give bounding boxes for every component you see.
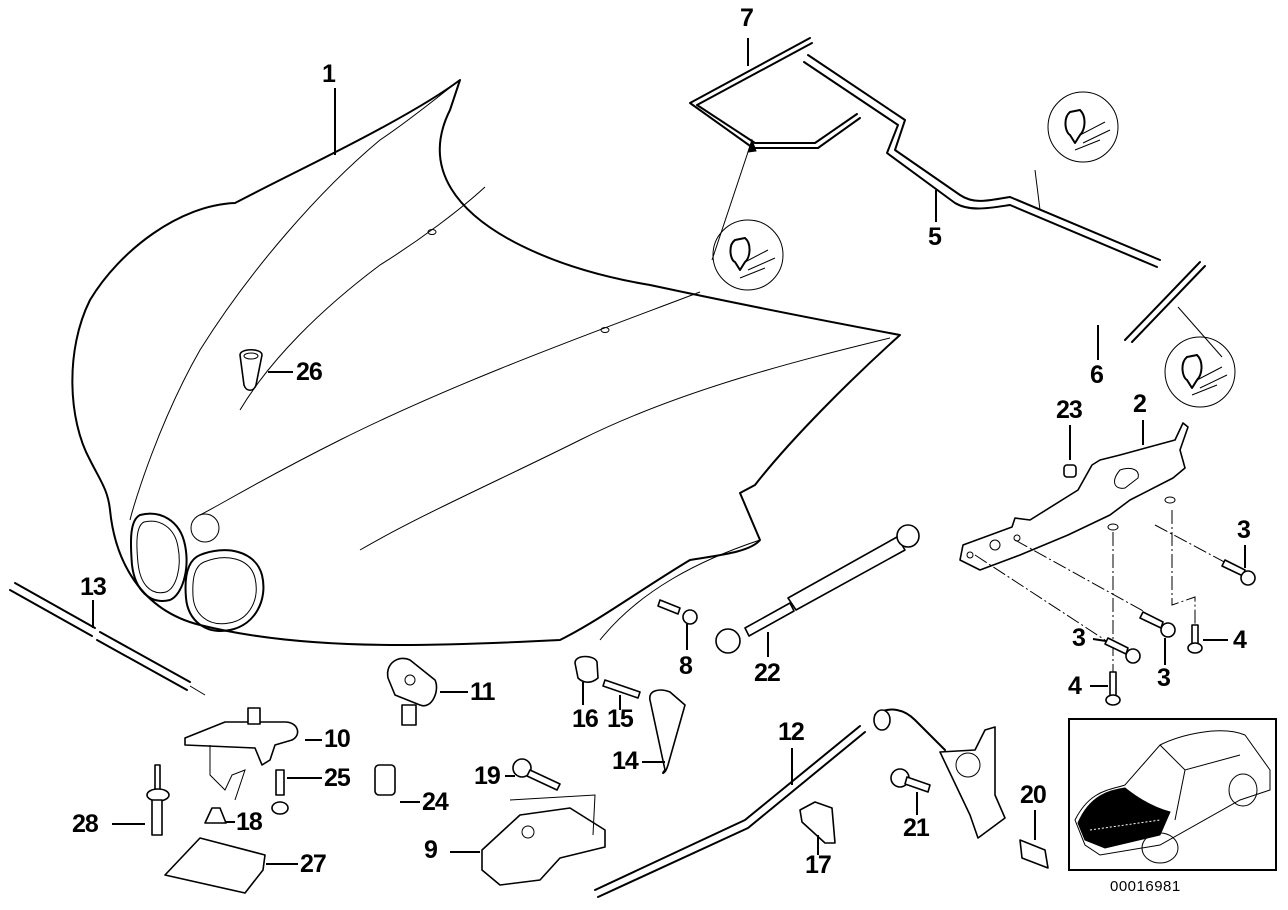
hood-catch-drawing — [386, 657, 438, 726]
callout-14[interactable]: 14 — [612, 747, 639, 775]
screw-4-drawing — [1105, 671, 1121, 706]
hood-rod-drawing — [9, 582, 206, 696]
hood-lock-drawing — [481, 794, 606, 886]
vehicle-overview-inset — [1068, 718, 1277, 871]
adjusting-buffer-drawing — [374, 764, 396, 796]
leader-line-3 — [1092, 638, 1107, 642]
seal-profile-detail-2 — [1047, 91, 1119, 163]
gas-strut-drawing — [715, 524, 920, 654]
assembly-line — [1154, 524, 1231, 566]
callout-19[interactable]: 19 — [474, 762, 501, 790]
nut-drawing — [1063, 464, 1077, 478]
callout-20[interactable]: 20 — [1020, 781, 1047, 809]
callout-25[interactable]: 25 — [324, 764, 351, 792]
callout-26[interactable]: 26 — [296, 358, 323, 386]
callout-1[interactable]: 1 — [322, 60, 336, 88]
hood-drawing — [71, 79, 901, 646]
callout-12[interactable]: 12 — [778, 718, 805, 746]
expanding-rivet-drawing — [146, 764, 170, 836]
callout-16[interactable]: 16 — [572, 705, 599, 733]
callout-27[interactable]: 27 — [300, 850, 327, 878]
callout-9[interactable]: 9 — [424, 836, 438, 864]
callout-3[interactable]: 3 — [1157, 664, 1171, 692]
rear-seal-drawing — [803, 54, 1161, 268]
callout-4[interactable]: 4 — [1233, 626, 1247, 654]
callout-11[interactable]: 11 — [470, 678, 495, 706]
callout-17[interactable]: 17 — [805, 851, 832, 879]
callout-3[interactable]: 3 — [1237, 516, 1251, 544]
hood-hinge-drawing — [959, 422, 1189, 571]
bolt-3-drawing — [1139, 611, 1176, 638]
callout-10[interactable]: 10 — [324, 725, 351, 753]
callout-24[interactable]: 24 — [422, 788, 449, 816]
cable-holder-drawing — [799, 801, 836, 844]
bushing-drawing — [574, 655, 599, 683]
screw-4-drawing — [1187, 624, 1203, 654]
seal-profile-detail-3 — [1164, 336, 1236, 408]
bolt-21-drawing — [890, 768, 931, 793]
callout-28[interactable]: 28 — [72, 810, 99, 838]
callout-21[interactable]: 21 — [903, 814, 930, 842]
ball-stud-drawing — [657, 599, 698, 625]
rubber-stop-drawing — [239, 348, 263, 392]
document-number: 00016981 — [1110, 878, 1181, 895]
callout-4[interactable]: 4 — [1068, 672, 1082, 700]
assembly-line — [974, 554, 1106, 641]
screw-19-drawing — [512, 758, 561, 791]
callout-23[interactable]: 23 — [1056, 396, 1083, 424]
bowden-cable-drawing — [594, 708, 946, 898]
callout-2[interactable]: 2 — [1133, 390, 1147, 418]
callout-3[interactable]: 3 — [1072, 624, 1086, 652]
screw-25-drawing — [271, 769, 289, 815]
callout-13[interactable]: 13 — [80, 573, 107, 601]
callout-6[interactable]: 6 — [1090, 361, 1104, 389]
bolt-3-drawing — [1104, 637, 1141, 664]
front-seal-drawing — [689, 37, 861, 261]
seal-profile-detail-1 — [712, 219, 784, 291]
bolt-15-drawing — [602, 679, 641, 699]
rubber-buffer-drawing — [204, 807, 227, 824]
bolt-3-drawing — [1221, 559, 1256, 586]
callout-18[interactable]: 18 — [236, 808, 263, 836]
callout-7[interactable]: 7 — [740, 4, 754, 32]
side-seal-drawing — [1124, 261, 1223, 358]
release-handle-drawing — [649, 689, 686, 775]
guide-plate-drawing — [164, 837, 266, 894]
callout-22[interactable]: 22 — [754, 659, 781, 687]
catch-bracket-drawing — [184, 707, 299, 801]
cap-drawing — [1019, 839, 1049, 869]
callout-8[interactable]: 8 — [679, 652, 693, 680]
assembly-line — [1014, 539, 1146, 613]
assembly-line — [1171, 510, 1196, 625]
callout-5[interactable]: 5 — [928, 223, 942, 251]
cable-bracket-drawing — [939, 726, 1006, 839]
callout-15[interactable]: 15 — [607, 705, 634, 733]
